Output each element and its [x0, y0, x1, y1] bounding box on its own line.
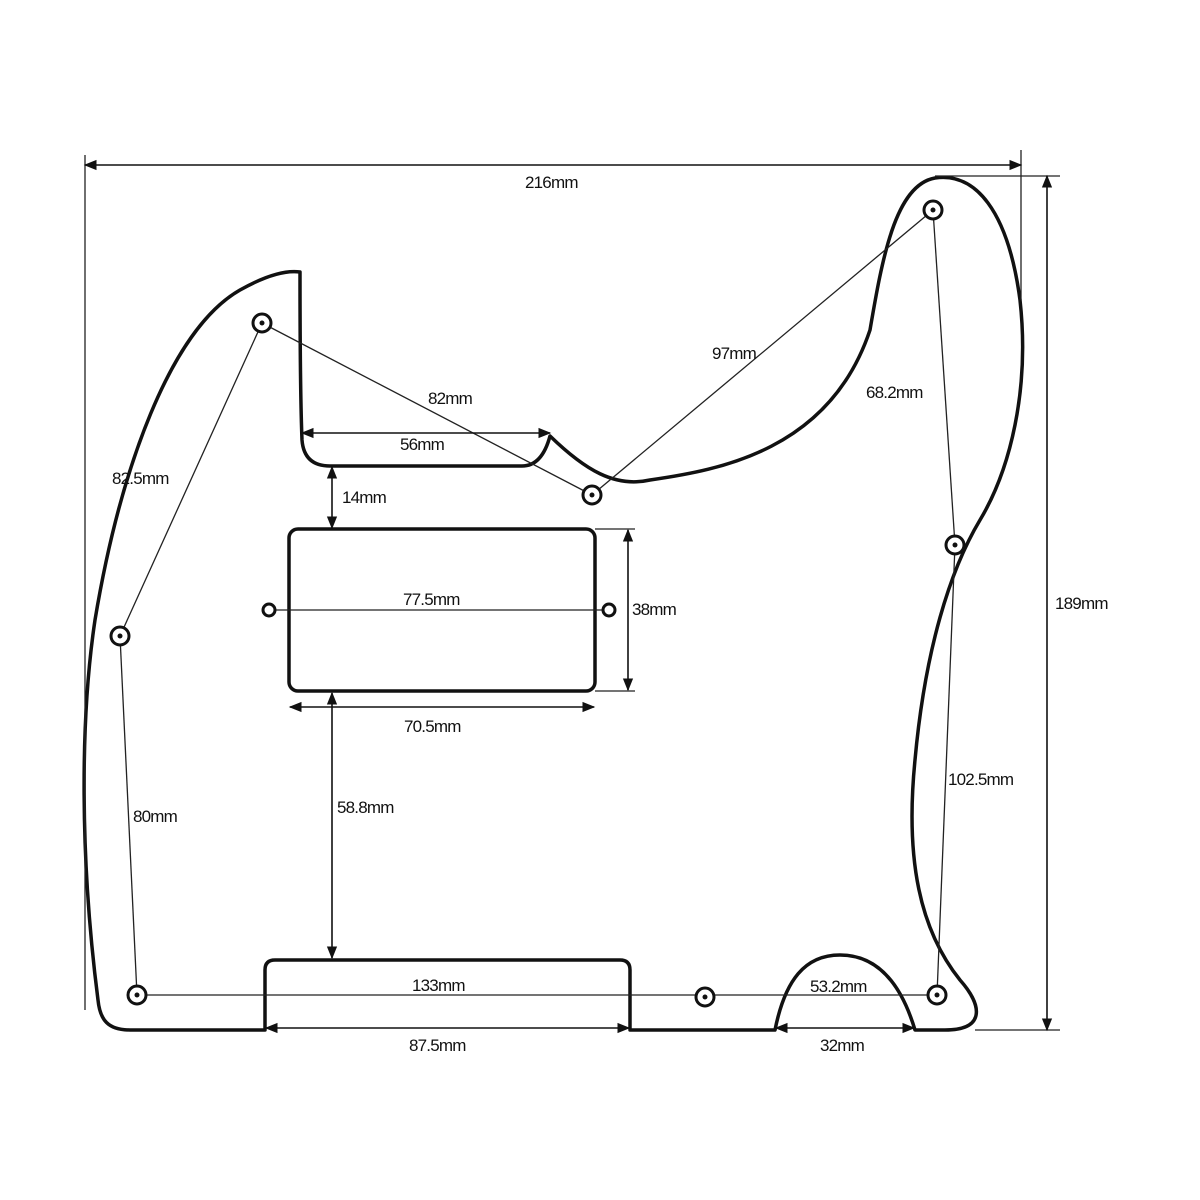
- line-neck-to-mid: [261, 322, 593, 496]
- line-left-upper: [119, 322, 263, 637]
- label-height: 189mm: [1055, 594, 1108, 613]
- label-neck-pocket: 56mm: [400, 435, 445, 454]
- screw-hole: [126, 984, 148, 1006]
- pickup-mount-hole: [601, 602, 617, 618]
- label-right-upper: 68.2mm: [866, 383, 923, 402]
- label-pickup-width: 70.5mm: [404, 717, 461, 736]
- label-bottom-holes: 133mm: [412, 976, 465, 995]
- label-neck-to-mid: 82mm: [428, 389, 473, 408]
- label-left-upper: 82.5mm: [112, 469, 169, 488]
- pickguard-outline: [82, 175, 1025, 1032]
- screw-hole: [922, 199, 944, 221]
- label-upper-right: 97mm: [712, 344, 757, 363]
- label-bottom-cutout: 87.5mm: [409, 1036, 466, 1055]
- line-left-lower: [119, 635, 138, 996]
- pickup-mount-hole: [261, 602, 277, 618]
- label-pickup-height: 38mm: [632, 600, 677, 619]
- label-control-width: 32mm: [820, 1036, 865, 1055]
- line-right-upper: [932, 209, 956, 546]
- screw-hole: [694, 986, 716, 1008]
- screw-hole: [944, 534, 966, 556]
- line-right-lower: [936, 544, 956, 996]
- screw-hole: [581, 484, 603, 506]
- label-pickup-to-bottom: 58.8mm: [337, 798, 394, 817]
- line-mid-to-upper-right: [591, 209, 934, 496]
- label-pickup-gap: 14mm: [342, 488, 387, 507]
- screw-hole: [926, 984, 948, 1006]
- screw-hole: [109, 625, 131, 647]
- label-left-lower: 80mm: [133, 807, 178, 826]
- label-control-arc: 53.2mm: [810, 977, 867, 996]
- label-width: 216mm: [525, 173, 578, 192]
- label-pickup-mount: 77.5mm: [403, 590, 460, 609]
- label-right-lower: 102.5mm: [948, 770, 1014, 789]
- screw-hole: [251, 312, 273, 334]
